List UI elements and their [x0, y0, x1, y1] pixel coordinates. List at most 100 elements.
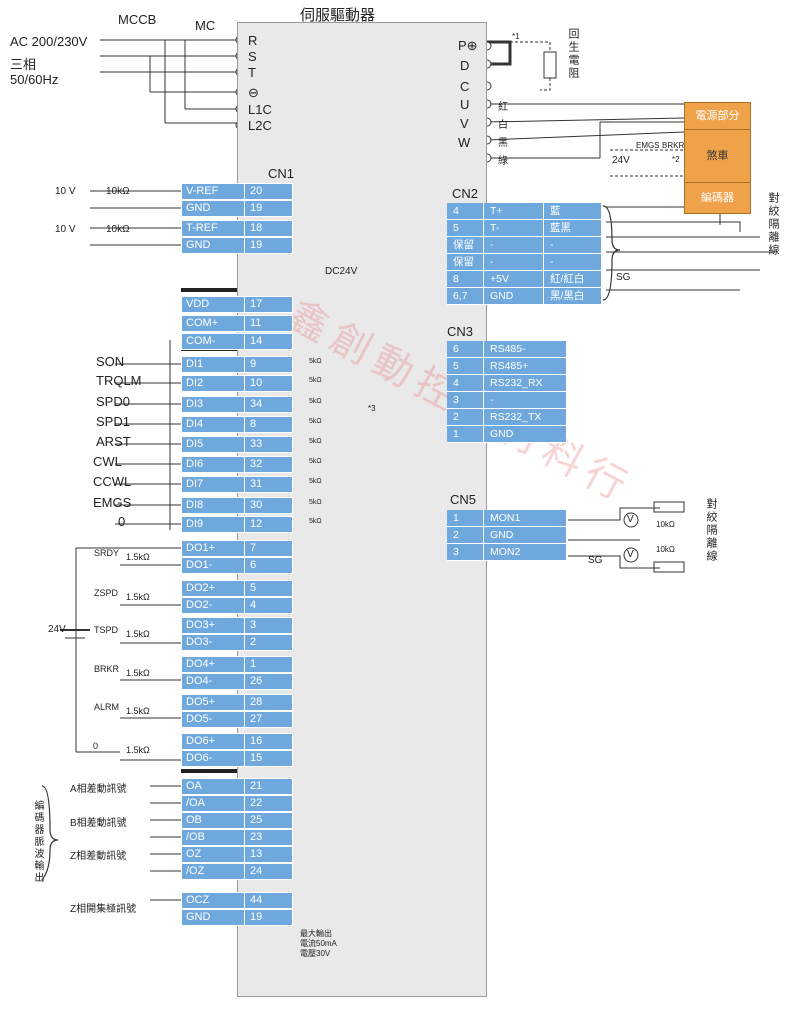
cn5-cell: 2: [447, 527, 484, 543]
cn1-do5-plus: DO5+28: [181, 694, 293, 711]
di-res-8: 5kΩ: [309, 499, 322, 506]
do-minus-pin: 15: [250, 752, 263, 764]
mc-label: MC: [195, 18, 216, 33]
cn5-cell: MON2: [484, 544, 567, 560]
enc-name: OA: [182, 779, 245, 794]
cn2-cell: -: [484, 254, 544, 270]
cn2-cell: GND: [484, 288, 544, 304]
note-3: *3: [368, 404, 376, 413]
do-plus-pin: 3: [250, 619, 257, 631]
enc-pin: 22: [250, 797, 263, 809]
motor-brake: 煞車: [685, 130, 750, 183]
di-signal-8: EMGS: [93, 495, 132, 510]
cn1-label: CN1: [268, 166, 295, 181]
do-res-1: 1.5kΩ: [126, 552, 150, 562]
di-name: DI8: [182, 498, 245, 513]
cable-red: 紅: [498, 102, 508, 113]
di-res-9: 5kΩ: [309, 518, 322, 525]
supply-label: AC 200/230V: [10, 34, 88, 49]
cn1-do4-minus: DO4-26: [181, 673, 293, 690]
cn2-sg: SG: [616, 272, 631, 283]
cn5-cell: 1: [447, 510, 484, 526]
cn3-cell: GND: [484, 426, 567, 442]
cn2-cell: 5: [447, 220, 484, 236]
cn3-cell: RS485+: [484, 358, 567, 374]
do-res-2: 1.5kΩ: [126, 592, 150, 602]
do-minus-name: DO5-: [182, 712, 245, 727]
enc-name: OZ: [182, 847, 245, 862]
di-pin: 9: [250, 358, 257, 370]
ocz-note-2: 電流50mA: [300, 939, 337, 948]
di-pin: 34: [250, 398, 263, 410]
enc-name: /OB: [182, 830, 245, 845]
cn1-do3-plus: DO3+ 3: [181, 617, 293, 634]
ocz-note-3: 電壓30V: [300, 949, 331, 958]
di-res-1: 5kΩ: [309, 358, 322, 365]
brake-voltage: 24V: [612, 155, 630, 166]
cn5-cell: 3: [447, 544, 484, 560]
cn1-com-minus: COM-14: [181, 333, 293, 350]
cn2-label: CN2: [452, 186, 479, 201]
drive-title: 伺服驅動器: [300, 7, 376, 24]
cn1-enc-oa: OA 21: [181, 778, 293, 795]
di-pin: 33: [250, 438, 263, 450]
do-signal-2: ZSPD: [94, 588, 119, 598]
regen-label: 回生電阻: [567, 28, 579, 80]
do-plus-name: DO6+: [182, 734, 245, 749]
cn5-v2: V: [627, 549, 634, 560]
do-minus-name: DO1-: [182, 558, 245, 573]
cn1-do4-plus: DO4+1: [181, 656, 293, 673]
di-name: DI6: [182, 457, 245, 472]
cn2-cell: -: [544, 254, 602, 270]
cn2-cell: 黑/黑白: [544, 288, 602, 304]
di-signal-6: CWL: [93, 454, 122, 469]
cn5-cell: MON1: [484, 510, 567, 526]
cn1-do2-plus: DO2+5: [181, 580, 293, 597]
do-minus-name: DO6-: [182, 751, 245, 766]
cn3-cell: 3: [447, 392, 484, 408]
cn2-cell: 藍: [544, 203, 602, 219]
motor-encoder: 編碼器: [701, 192, 734, 204]
cn5-v1: V: [627, 514, 634, 525]
cn2-cell: 8: [447, 271, 484, 287]
term-r: R: [248, 33, 258, 48]
cn5-pot-1: 10kΩ: [656, 520, 675, 529]
enc-pin: 21: [250, 780, 263, 792]
do-plus-pin: 28: [250, 696, 263, 708]
do-plus-name: DO3+: [182, 618, 245, 633]
motor-power: 電源部分: [685, 103, 750, 130]
do-minus-name: DO2-: [182, 598, 245, 613]
note-1: *1: [512, 32, 520, 41]
term-p: P⊕: [458, 38, 478, 53]
cn2-cell: T-: [484, 220, 544, 236]
cn3-cell: RS232_TX: [484, 409, 567, 425]
enc-name: /OZ: [182, 864, 245, 879]
di-pin: 32: [250, 458, 263, 470]
cn3-cell: 2: [447, 409, 484, 425]
cn2-cell: 藍黑: [544, 220, 602, 236]
cn1-do5-minus: DO5- 27: [181, 711, 293, 728]
term-l2c: L2C: [248, 118, 272, 133]
mccb-label: MCCB: [118, 12, 157, 27]
term-w: W: [458, 135, 471, 150]
do-minus-pin: 27: [250, 713, 263, 725]
di-signal-2: TRQLM: [96, 373, 142, 388]
do-signal-3: TSPD: [94, 625, 119, 635]
di-res-7: 5kΩ: [309, 478, 322, 485]
